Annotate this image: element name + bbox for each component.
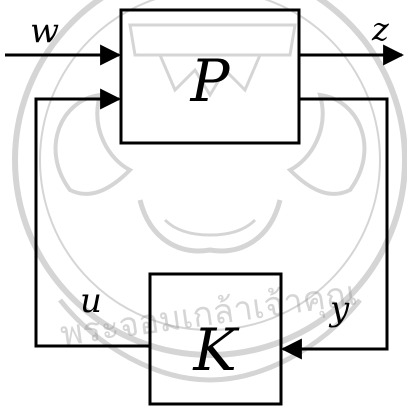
signal-z-label: z bbox=[371, 10, 390, 48]
plant-label: P bbox=[189, 47, 230, 115]
signal-w-label: w bbox=[30, 11, 59, 51]
signal-u-label: u bbox=[80, 281, 102, 321]
feedback-y-path bbox=[280, 97, 389, 360]
signal-y-label: y bbox=[328, 289, 350, 329]
plant-block bbox=[119, 8, 301, 145]
control-u-path bbox=[34, 88, 150, 348]
seal-watermark bbox=[12, 0, 407, 383]
controller-label: K bbox=[192, 316, 240, 384]
